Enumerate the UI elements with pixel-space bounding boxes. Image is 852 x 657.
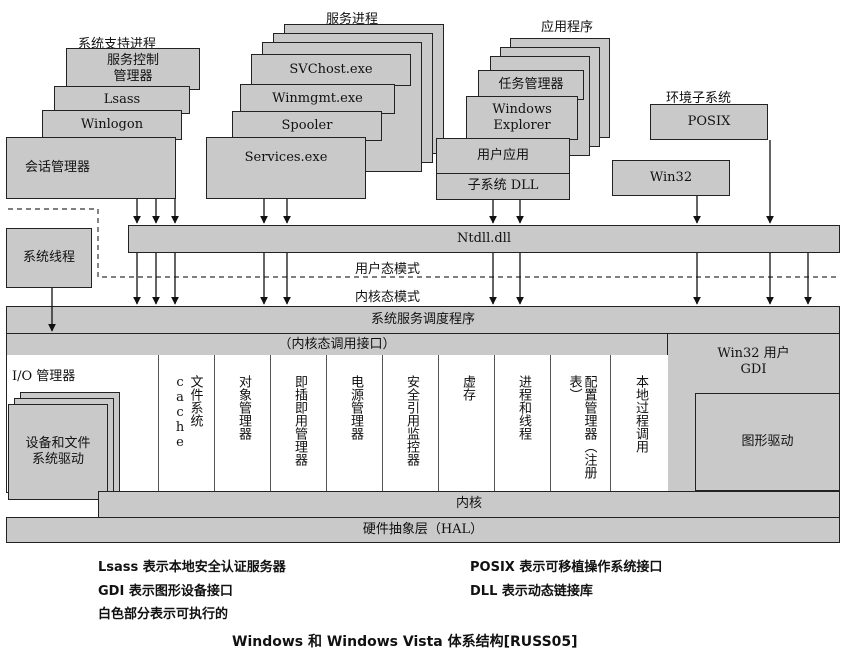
services-label: 服务进程 — [326, 12, 379, 27]
user-mode-label: 用户态模式 — [355, 262, 421, 277]
legend-lsass: Lsass 表示本地安全认证服务器 — [98, 560, 286, 575]
exec-column-object-manager: 对象管理器 — [214, 355, 270, 491]
hal-box: 硬件抽象层（HAL） — [6, 517, 840, 543]
exec-column-lpc: 本地过程调用 — [610, 355, 668, 491]
kernel-interface-box: （内核态调用接口） — [6, 333, 668, 357]
kernel-interface-label: （内核态调用接口） — [278, 336, 396, 352]
legend-dll: DLL 表示动态链接库 — [470, 584, 593, 599]
winlogon-box: Winlogon — [42, 110, 182, 140]
device-drivers-box: 设备和文件 系统驱动 — [8, 404, 108, 500]
graphics-driver-label: 图形驱动 — [741, 433, 794, 449]
legend-posix: POSIX 表示可移植操作系统接口 — [470, 560, 663, 575]
svchost-label: SVChost.exe — [289, 61, 373, 77]
winmgmt-box: Winmgmt.exe — [240, 84, 395, 114]
ntdll-label: Ntdll.dll — [456, 230, 511, 246]
spooler-box: Spooler — [232, 111, 382, 141]
task-manager-label: 任务管理器 — [498, 76, 564, 92]
security-monitor-label: 安全引用监控器 — [403, 375, 419, 466]
kernel-label: 内核 — [455, 496, 482, 512]
system-threads-box: 系统线程 — [6, 228, 92, 288]
svchost-box: SVChost.exe — [251, 54, 411, 86]
posix-label: POSIX — [687, 113, 731, 129]
virtual-memory-label: 虚存 — [459, 375, 475, 401]
session-manager-label: 会话管理器 — [25, 159, 91, 175]
win32-label: Win32 — [649, 169, 693, 185]
service-control-manager-box: 服务控制 管理器 — [66, 48, 200, 90]
exec-column-config-manager: 配置管理器（注册表） — [550, 355, 610, 491]
lsass-label: Lsass — [103, 91, 141, 107]
posix-box: POSIX — [650, 104, 768, 140]
exec-column-security-monitor: 安全引用监控器 — [382, 355, 438, 491]
win32-box: Win32 — [612, 160, 730, 196]
pnp-manager-label: 即插即用管理器 — [291, 375, 307, 466]
system-service-dispatcher-box: 系统服务调度程序 — [6, 306, 840, 334]
ntdll-box: Ntdll.dll — [128, 225, 840, 253]
explorer-box: Windows Explorer — [466, 96, 578, 140]
figure-caption: Windows 和 Windows Vista 体系结构[RUSS05] — [232, 634, 578, 650]
env-subsystems-label: 环境子系统 — [666, 91, 732, 106]
dispatcher-label: 系统服务调度程序 — [370, 311, 475, 327]
hal-label: 硬件抽象层（HAL） — [362, 521, 484, 537]
services-exe-label: Services.exe — [244, 150, 328, 165]
session-manager-box: 会话管理器 — [6, 137, 176, 199]
config-manager-label: 配置管理器（注册表） — [566, 375, 597, 479]
subsystem-dll-label: 子系统 DLL — [467, 178, 539, 194]
user-application-box: 用户应用 子系统 DLL — [436, 138, 570, 200]
spooler-label: Spooler — [281, 117, 333, 133]
lpc-label: 本地过程调用 — [632, 375, 648, 453]
scm-label: 服务控制 管理器 — [106, 52, 159, 84]
services-exe-box: Services.exe — [206, 137, 366, 199]
kernel-mode-label: 内核态模式 — [355, 290, 421, 305]
system-threads-label: 系统线程 — [22, 249, 75, 265]
exec-column-pnp-manager: 即插即用管理器 — [270, 355, 326, 491]
win32-gdi-label: Win32 用户 GDI — [717, 346, 790, 378]
winlogon-label: Winlogon — [80, 116, 144, 132]
winmgmt-label: Winmgmt.exe — [272, 90, 363, 106]
explorer-label: Windows Explorer — [492, 101, 552, 133]
exec-column-virtual-memory: 虚存 — [438, 355, 494, 491]
legend-white: 白色部分表示可执行的 — [98, 607, 229, 622]
process-thread-label: 进程和线程 — [515, 375, 531, 440]
exec-column-fs-cache: 文件系统cache — [158, 355, 214, 491]
graphics-driver-box: 图形驱动 — [695, 393, 840, 491]
exec-column-process-thread: 进程和线程 — [494, 355, 550, 491]
fs-cache-label: 文件系统cache — [172, 375, 203, 450]
applications-label: 应用程序 — [541, 20, 594, 35]
lsass-box: Lsass — [54, 86, 190, 114]
kernel-box: 内核 — [98, 491, 840, 518]
io-manager-label: I/O 管理器 — [12, 369, 76, 384]
power-manager-label: 电源管理器 — [347, 375, 363, 440]
exec-column-power-manager: 电源管理器 — [326, 355, 382, 491]
legend-gdi: GDI 表示图形设备接口 — [98, 584, 233, 599]
user-app-label: 用户应用 — [437, 139, 569, 174]
device-drivers-label: 设备和文件 系统驱动 — [25, 435, 91, 467]
object-manager-label: 对象管理器 — [235, 375, 251, 440]
